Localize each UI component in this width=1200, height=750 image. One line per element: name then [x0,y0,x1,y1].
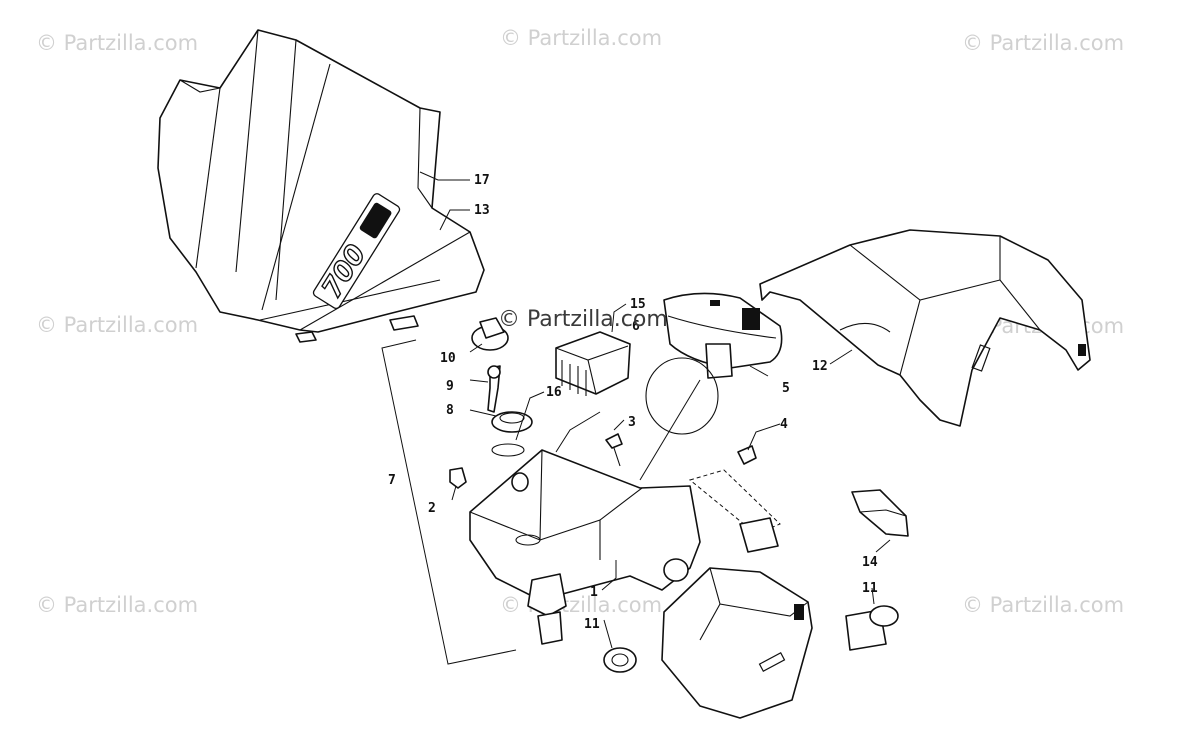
callout-9: 9 [446,379,454,394]
main-housing [469,449,701,601]
callout-15: 15 [630,297,646,312]
watermark-top-left: © Partzilla.com [36,31,198,55]
group-bracket-7 [381,339,517,665]
gauge-5 [645,292,783,435]
callout-4: 4 [780,417,788,432]
key-assembly [471,317,533,457]
callout-7: 7 [388,473,396,488]
watermark-top-right: © Partzilla.com [962,31,1124,55]
callout-8: 8 [446,403,454,418]
windshield-hood [157,29,485,343]
watermark-top-center: © Partzilla.com [500,26,662,50]
watermark-center: © Partzilla.com [498,307,668,332]
callout-5: 5 [782,381,790,396]
callout-12: 12 [812,359,828,374]
callout-14: 14 [862,555,878,570]
watermark-bottom-right: © Partzilla.com [962,593,1124,617]
lower-housing [661,567,813,719]
callout-16: 16 [546,385,562,400]
callout-13: 13 [474,203,490,218]
callout-3: 3 [628,415,636,430]
bracket-dashed [688,469,781,553]
callout-11-right: 11 [862,581,878,596]
watermark-bottom-center: © Partzilla.com [500,593,662,617]
callout-17: 17 [474,173,490,188]
switch-15 [555,331,631,396]
callout-11-left: 11 [584,617,600,632]
nut-11-left [603,647,637,673]
callout-1: 1 [590,585,598,600]
callout-10: 10 [440,351,456,366]
end-cap-14 [851,489,909,537]
callout-6: 6 [632,319,640,334]
leader-lines [419,171,891,649]
socket-11-right [845,605,899,651]
watermark-bottom-left: © Partzilla.com [36,593,198,617]
rear-cover [759,229,1091,427]
fasteners [449,433,757,489]
lower-switch [527,573,567,645]
watermark-mid-left: © Partzilla.com [36,313,198,337]
callout-2: 2 [428,501,436,516]
